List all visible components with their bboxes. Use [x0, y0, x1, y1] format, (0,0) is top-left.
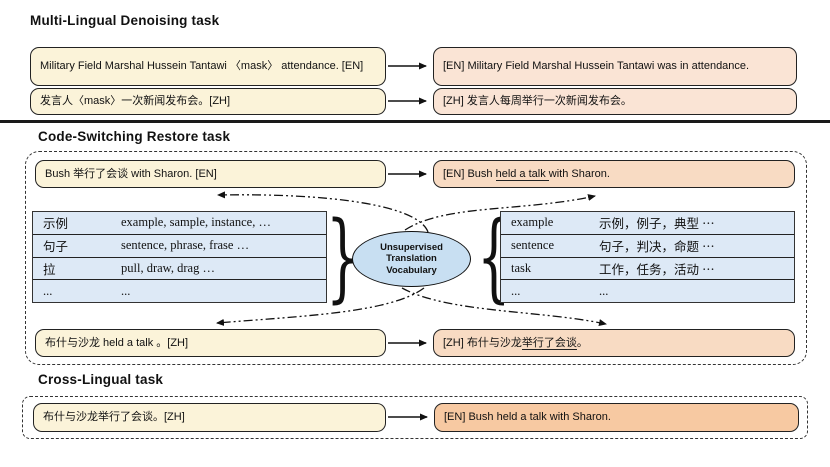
restore-output-zh-pre: [ZH] 布什与沙龙	[443, 336, 522, 349]
section-divider	[0, 120, 830, 123]
restore-output-en-underlined: held a talk	[495, 167, 549, 181]
table-row: ... ...	[33, 280, 326, 302]
restore-dashed-container	[25, 151, 807, 365]
zh2en-row1-term: 示例	[43, 217, 69, 232]
cross-output-en: [EN] Bush held a talk with Sharon.	[434, 403, 799, 432]
table-row: example 示例，例子，典型 ⋯	[501, 212, 794, 235]
en2zh-row3-term: task	[511, 260, 532, 275]
restore-output-en-text: [EN] Bush held a talk with Sharon.	[443, 167, 785, 182]
zh2en-row3-translations: pull, draw, drag …	[121, 260, 215, 275]
en2zh-row4-translations: ...	[599, 283, 609, 298]
zh2en-row3-term: 拉	[43, 262, 56, 277]
restore-input-en-text: Bush 举行了会谈 with Sharon. [EN]	[45, 167, 217, 180]
cross-input-zh-text: 布什与沙龙举行了会谈。[ZH]	[43, 411, 185, 423]
cross-output-en-text: [EN] Bush held a talk with Sharon.	[444, 411, 611, 423]
restore-output-en-pre: [EN] Bush	[443, 167, 496, 180]
denoising-input-zh: 发言人〈mask〉一次新闻发布会。[ZH]	[30, 88, 386, 115]
table-row: sentence 句子，判决，命题 ⋯	[501, 235, 794, 258]
vocab-line2: Translation	[386, 253, 437, 265]
zh2en-row2-translations: sentence, phrase, frase …	[121, 238, 250, 253]
vocab-line1: Unsupervised	[380, 241, 443, 253]
vocab-line3: Vocabulary	[386, 264, 437, 276]
restore-section-title: Code-Switching Restore task	[38, 129, 231, 144]
cross-dashed-container	[22, 396, 808, 439]
vocabulary-ellipse: Unsupervised Translation Vocabulary	[352, 231, 471, 287]
en2zh-row1-translations: 示例，例子，典型 ⋯	[599, 217, 715, 232]
denoising-input-zh-text: 发言人〈mask〉一次新闻发布会。[ZH]	[40, 95, 231, 107]
en2zh-row1-term: example	[511, 215, 554, 230]
restore-output-zh-text: [ZH] 布什与沙龙举行了会谈。	[443, 336, 785, 351]
zh2en-row1-translations: example, sample, instance, …	[121, 215, 271, 230]
restore-input-zh-text: 布什与沙龙 held a talk 。[ZH]	[45, 336, 189, 349]
restore-input-en: Bush 举行了会谈 with Sharon. [EN]	[35, 160, 386, 188]
zh2en-row4-term: ...	[43, 283, 53, 298]
en2zh-row2-translations: 句子，判决，命题 ⋯	[599, 240, 715, 255]
zh2en-row4-translations: ...	[121, 283, 131, 298]
denoising-output-zh: [ZH] 发言人每周举行一次新闻发布会。	[433, 88, 797, 115]
denoising-output-en-text: [EN] Military Field Marshal Hussein Tant…	[443, 60, 750, 72]
denoising-section-title: Multi-Lingual Denoising task	[30, 13, 220, 28]
denoising-output-en: [EN] Military Field Marshal Hussein Tant…	[433, 47, 797, 86]
en2zh-row4-term: ...	[511, 283, 521, 298]
table-row: task 工作，任务，活动 ⋯	[501, 258, 794, 281]
restore-output-zh-post: 。	[576, 336, 588, 349]
table-row: 拉 pull, draw, drag …	[33, 258, 326, 281]
en2zh-vocab-table: example 示例，例子，典型 ⋯ sentence 句子，判决，命题 ⋯ t…	[500, 211, 795, 303]
restore-output-en-post: with Sharon.	[548, 167, 610, 180]
en2zh-row2-term: sentence	[511, 238, 555, 253]
en2zh-row3-translations: 工作，任务，活动 ⋯	[599, 262, 715, 277]
denoising-input-en: Military Field Marshal Hussein Tantawi 〈…	[30, 47, 386, 86]
denoising-output-zh-text: [ZH] 发言人每周举行一次新闻发布会。	[443, 95, 632, 107]
restore-output-zh-underlined: 举行了会谈	[521, 336, 577, 350]
table-row: ... ...	[501, 280, 794, 302]
restore-input-zh: 布什与沙龙 held a talk 。[ZH]	[35, 329, 386, 357]
table-row: 示例 example, sample, instance, …	[33, 212, 326, 235]
zh2en-vocab-table: 示例 example, sample, instance, … 句子 sente…	[32, 211, 327, 303]
restore-output-zh: [ZH] 布什与沙龙举行了会谈。	[433, 329, 795, 357]
denoising-input-en-text: Military Field Marshal Hussein Tantawi 〈…	[40, 60, 364, 72]
restore-output-en: [EN] Bush held a talk with Sharon.	[433, 160, 795, 188]
cross-input-zh: 布什与沙龙举行了会谈。[ZH]	[33, 403, 386, 432]
cross-section-title: Cross-Lingual task	[38, 372, 164, 387]
table-row: 句子 sentence, phrase, frase …	[33, 235, 326, 258]
zh2en-row2-term: 句子	[43, 240, 69, 255]
